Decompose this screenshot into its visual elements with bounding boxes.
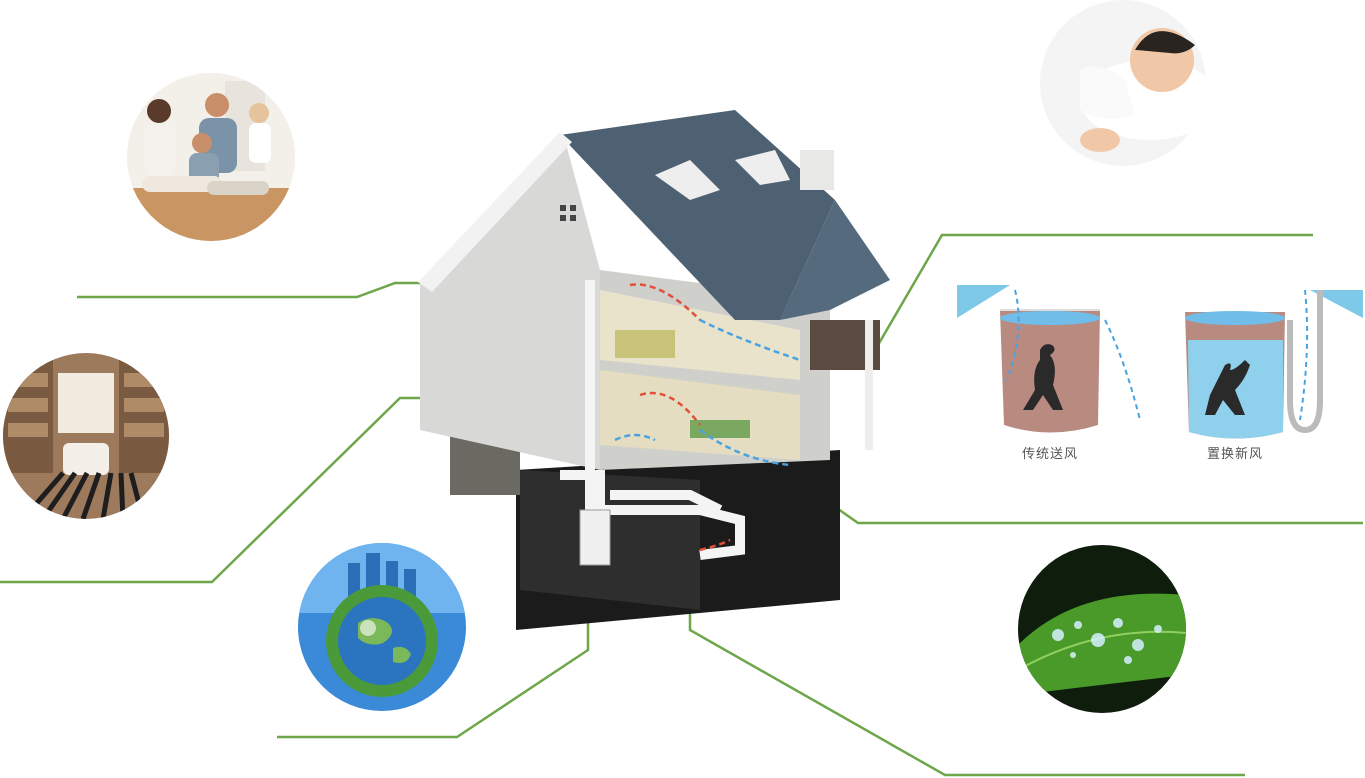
- wardrobe-icon: [3, 353, 169, 519]
- earth-photo: [298, 543, 466, 711]
- leaf-photo: [1018, 545, 1186, 713]
- airflow-comparison: [957, 285, 1363, 439]
- closet-photo: [3, 353, 169, 519]
- sleeping-child-photo: [1040, 0, 1206, 166]
- globe-icon: [298, 543, 466, 711]
- traditional-airflow-cup: [957, 285, 1141, 433]
- family-icon: [127, 73, 295, 241]
- child-icon: [1040, 0, 1206, 166]
- traditional-airflow-caption: 传统送风: [1022, 447, 1079, 462]
- family-photo: [127, 73, 295, 241]
- leaf-icon: [1018, 545, 1186, 713]
- house-cutaway: [418, 110, 890, 630]
- displacement-airflow-cup: [1185, 289, 1363, 439]
- house-icon: [418, 110, 890, 630]
- displacement-airflow-caption: 置换新风: [1207, 447, 1264, 462]
